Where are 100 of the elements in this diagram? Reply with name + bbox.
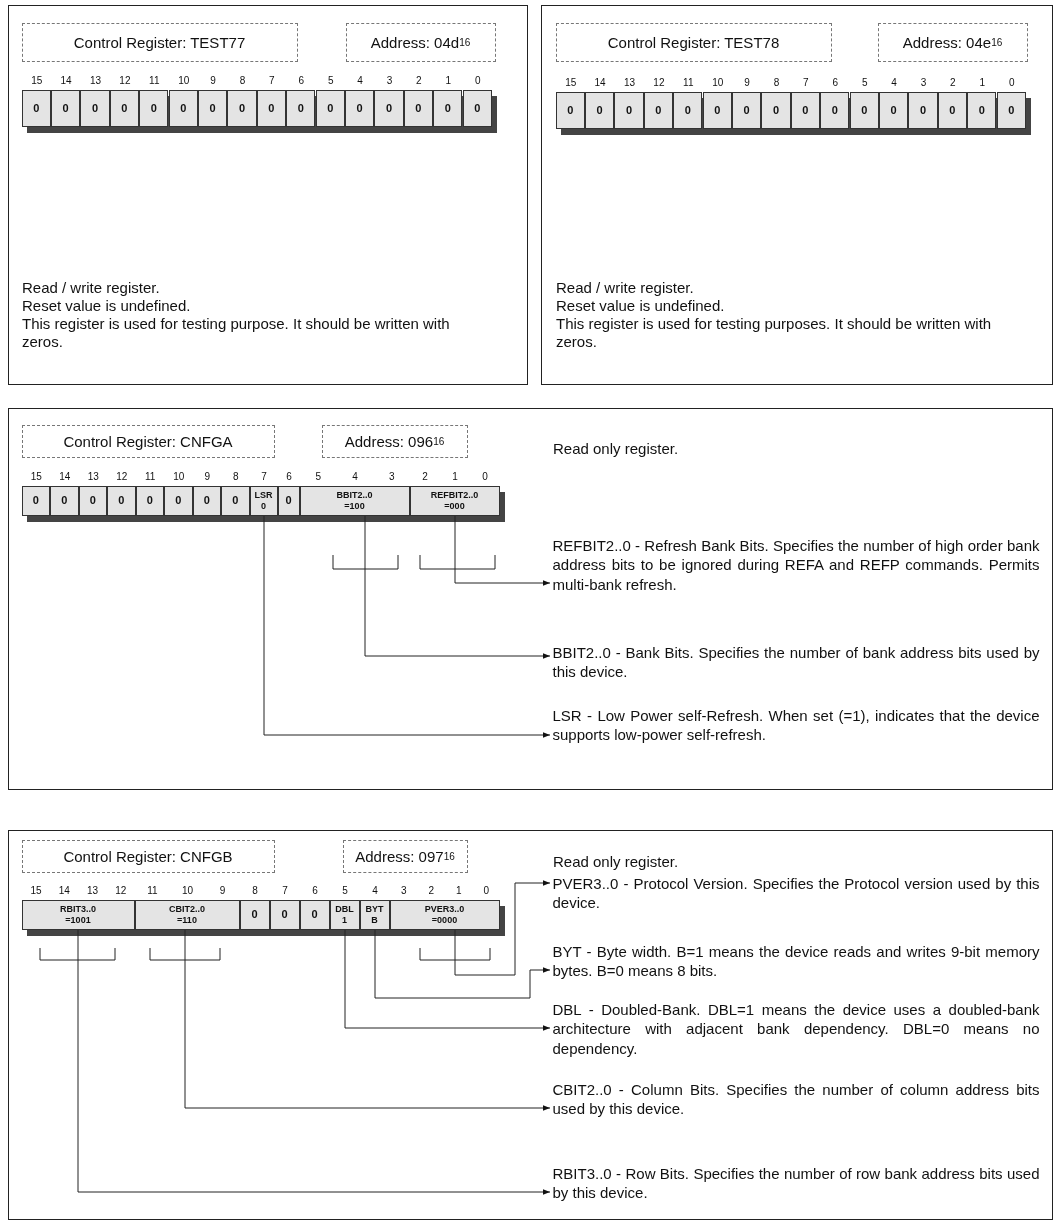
bit-field: 0 <box>761 91 791 129</box>
bit-field: 0 <box>403 89 434 127</box>
bit-field <box>329 899 360 930</box>
leader-arrow <box>454 880 551 976</box>
bit-number: 7 <box>268 75 276 86</box>
bit-field <box>359 899 390 930</box>
field-name: CBIT2..0 <box>169 903 205 915</box>
bit-field: 0 <box>299 899 330 930</box>
bit-field <box>299 485 410 516</box>
field-description: CBIT2..0 - Column Bits. Specifies the number of column address bits used by this device. <box>552 1079 1040 1119</box>
bit-number: 9 <box>218 885 227 896</box>
register-label-box: Control Register: TEST77 <box>21 22 298 62</box>
register-note: Read / write register. <box>556 279 695 297</box>
bit-field: 0 <box>286 89 316 127</box>
bit-number: 6 <box>285 471 293 482</box>
bit-field: 0 <box>673 91 703 129</box>
field-value: =000 <box>444 500 465 512</box>
field-name: REFBIT2..0 <box>430 489 479 501</box>
bit-number: 9 <box>203 471 212 482</box>
bit-field: 0 <box>277 485 300 516</box>
bit-number: 11 <box>148 75 161 86</box>
field-description: RBIT3..0 - Row Bits. Specifies the number of row bank address bits used by this device. <box>552 1163 1040 1203</box>
bit-number: 8 <box>238 75 247 86</box>
bit-number: 1 <box>444 75 453 86</box>
register-label-box: Control Register: CNFGB <box>21 839 275 873</box>
field-description: LSR - Low Power self-Refresh. When set (=1), indicates that the device supports low-power self-refresh. <box>552 705 1040 745</box>
bit-number: 2 <box>415 75 423 86</box>
field-value: =1001 <box>65 914 91 926</box>
bit-number: 4 <box>890 77 898 88</box>
bit-number: 6 <box>831 77 840 88</box>
register-panel <box>541 5 1053 385</box>
bit-number: 7 <box>260 471 268 482</box>
bit-number: 3 <box>919 77 928 88</box>
leader-arrow <box>184 929 551 1111</box>
bit-number: 15 <box>29 471 43 482</box>
leader-arrow <box>364 515 551 659</box>
bit-number: 13 <box>86 471 100 482</box>
bit-field: 0 <box>433 89 463 127</box>
bit-field: 0 <box>269 899 300 930</box>
bit-field: 0 <box>239 899 270 930</box>
field-name: DBL <box>335 903 354 915</box>
bit-number: 2 <box>427 885 436 896</box>
bit-field: 0 <box>555 91 585 129</box>
bit-number: 14 <box>57 885 71 896</box>
bit-number: 14 <box>593 77 607 88</box>
bit-field: 0 <box>168 89 198 127</box>
field-value: =100 <box>344 500 365 512</box>
bit-field <box>249 485 278 516</box>
register-note: Reset value is undefined. <box>22 297 192 315</box>
field-value: =110 <box>177 914 197 926</box>
register-panel <box>8 5 528 385</box>
bit-field: 0 <box>967 91 997 129</box>
bit-number: 12 <box>652 77 666 88</box>
bit-field: 0 <box>109 89 140 127</box>
bit-field: 0 <box>107 485 136 516</box>
field-name: LSR <box>254 489 273 501</box>
bit-number: 1 <box>451 471 459 482</box>
bit-number: 15 <box>564 77 578 88</box>
bit-number: 4 <box>371 885 379 896</box>
bit-field: 0 <box>614 91 644 129</box>
field-name: PVER3..0 <box>424 903 465 915</box>
field-name: BBIT2..0 <box>336 489 373 501</box>
bit-number: 8 <box>231 471 240 482</box>
bit-field: 0 <box>462 89 492 127</box>
register-label-box: Control Register: TEST78 <box>555 22 832 62</box>
bit-number: 5 <box>341 885 349 896</box>
register-note: Read only register. <box>553 853 680 871</box>
bit-number: 3 <box>387 471 396 482</box>
register-note: Read only register. <box>553 440 680 458</box>
bit-number: 8 <box>772 77 781 88</box>
field-description: REFBIT2..0 - Refresh Bank Bits. Specifies the number of high order bank address bits to be ignored during REFA and REFP commands. Permits multi-bank refresh. <box>552 535 1040 594</box>
bit-field: 0 <box>164 485 193 516</box>
bit-field: 0 <box>315 89 345 127</box>
field-name: RBIT3..0 <box>60 903 96 915</box>
bit-number: 10 <box>180 885 195 896</box>
bit-number: 5 <box>326 75 335 86</box>
bit-field: 0 <box>731 91 762 129</box>
bit-number: 0 <box>482 885 491 896</box>
bit-number: 12 <box>115 471 129 482</box>
field-value: B <box>371 914 378 926</box>
bit-number: 11 <box>146 885 159 896</box>
bit-field: 0 <box>790 91 821 129</box>
bit-field: 0 <box>139 89 169 127</box>
bit-number: 2 <box>421 471 429 482</box>
bit-field: 0 <box>50 89 81 127</box>
field-value: 0 <box>261 500 266 512</box>
field-value: =0000 <box>431 914 458 926</box>
bit-number: 1 <box>978 77 987 88</box>
bit-field <box>134 899 240 930</box>
bit-field: 0 <box>996 91 1026 129</box>
field-description: DBL - Doubled-Bank. DBL=1 means the device uses a doubled-bank architecture with adjacent bank dependency. DBL=0 means no dependency. <box>552 999 1040 1058</box>
bit-number: 10 <box>177 75 191 86</box>
bit-number: 3 <box>399 885 408 896</box>
register-note: This register is used for testing purposes. It should be written with zeros. <box>556 315 993 351</box>
leader-arrow <box>374 929 551 999</box>
bit-field: 0 <box>878 91 909 129</box>
bit-field: 0 <box>192 485 221 516</box>
field-name: BYT <box>365 903 384 915</box>
bit-number: 8 <box>251 885 259 896</box>
bit-number: 13 <box>88 75 103 86</box>
